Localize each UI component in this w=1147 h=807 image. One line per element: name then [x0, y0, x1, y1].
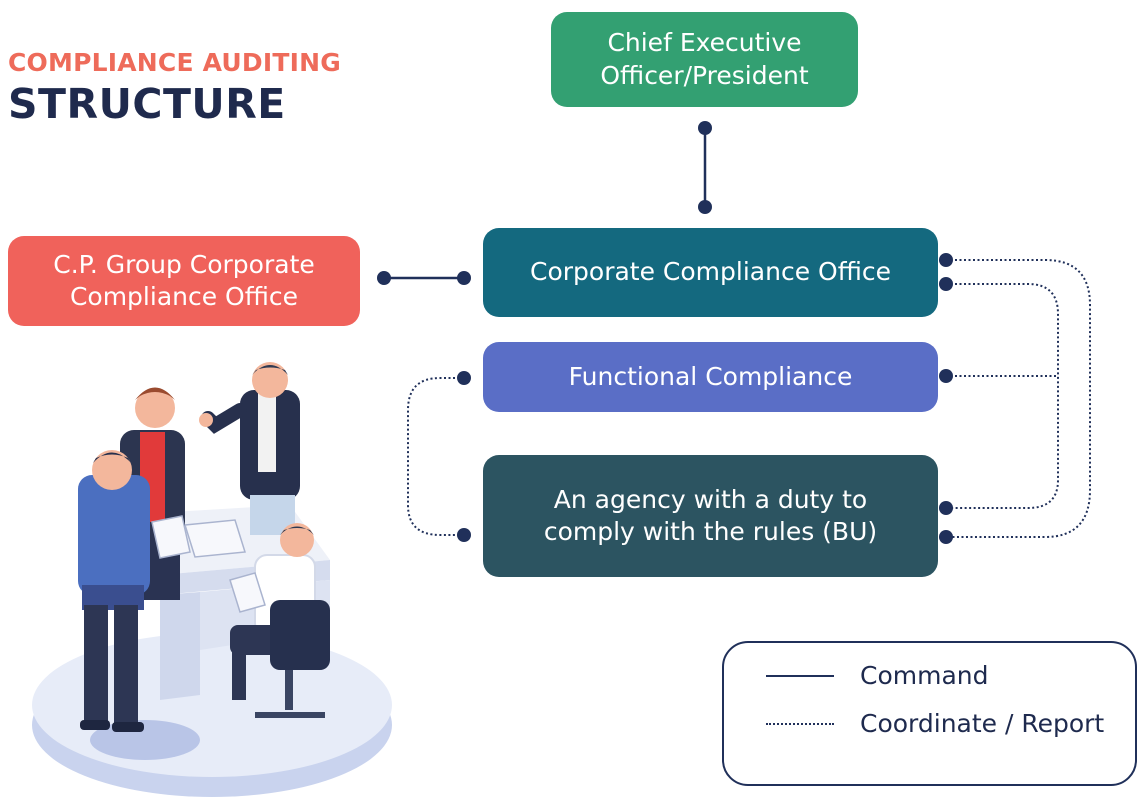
coordinate-line-left — [407, 377, 464, 536]
legend-label-command: Command — [860, 661, 989, 690]
solid-line-swatch — [766, 674, 834, 677]
legend-item-command: Command — [766, 661, 989, 690]
connector-dot — [698, 121, 712, 135]
dotted-line-swatch — [766, 722, 834, 725]
connector-dot — [939, 369, 953, 383]
title-subtitle: COMPLIANCE AUDITING — [8, 48, 341, 77]
meeting-illustration — [32, 362, 392, 797]
connector-dot — [939, 501, 953, 515]
node-business-unit: An agency with a duty to comply with the… — [483, 455, 938, 577]
title-main: STRUCTURE — [8, 80, 286, 128]
connector-dot — [939, 530, 953, 544]
node-ceo: Chief Executive Officer/President — [551, 12, 858, 107]
legend-label-coordinate: Coordinate / Report — [860, 709, 1105, 738]
coordinate-line-outer — [946, 259, 1091, 538]
legend: Command Coordinate / Report — [722, 641, 1137, 786]
legend-item-coordinate: Coordinate / Report — [766, 709, 1104, 738]
coordinate-line-inner — [946, 283, 1059, 509]
connector-dot — [457, 271, 471, 285]
connector-dot — [939, 253, 953, 267]
node-corporate-compliance-office: Corporate Compliance Office — [483, 228, 938, 317]
connector-dot — [457, 528, 471, 542]
node-functional-compliance: Functional Compliance — [483, 342, 938, 412]
connector-dot — [457, 371, 471, 385]
connector-dot — [377, 271, 391, 285]
connector-dot — [698, 200, 712, 214]
connector-dot — [939, 277, 953, 291]
node-cp-group-compliance-office: C.P. Group Corporate Compliance Office — [8, 236, 360, 326]
